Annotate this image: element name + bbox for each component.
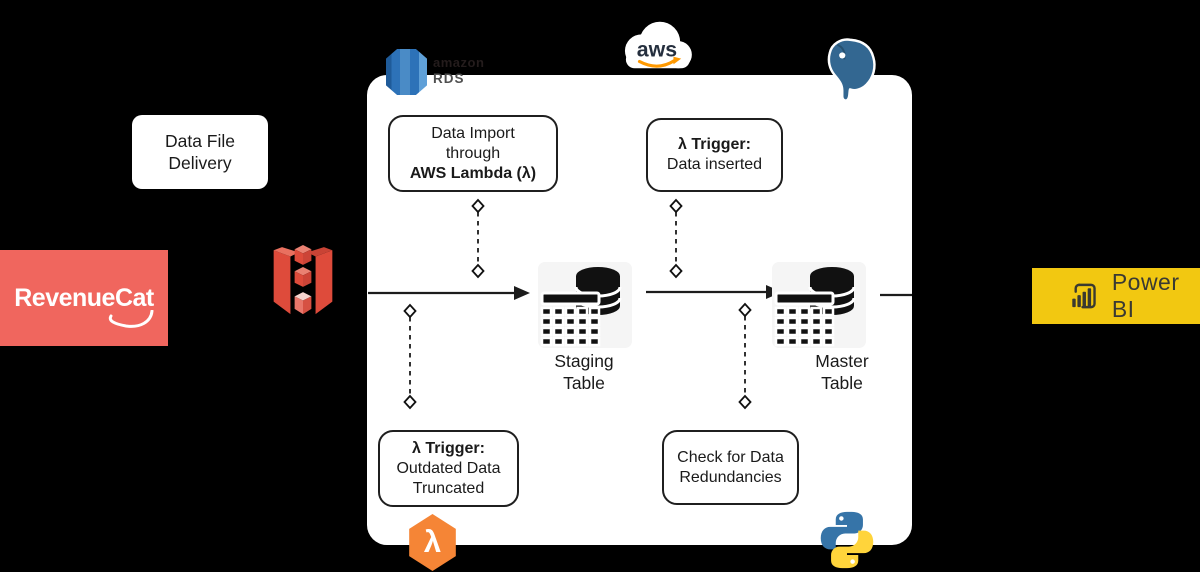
revenuecat-node: RevenueCat <box>0 250 168 346</box>
lambda-glyph: λ <box>423 523 442 559</box>
aws-s3-bucket-icon <box>273 245 333 315</box>
trigger-truncated-title: λ Trigger: <box>412 439 485 457</box>
trigger-outdated-truncated-node: λ Trigger: Outdated Data Truncated <box>378 430 519 507</box>
aws-wordmark: aws <box>637 38 677 62</box>
postgresql-icon <box>827 38 876 102</box>
trigger-inserted-title: λ Trigger: <box>678 136 751 153</box>
aws-cloud-icon: aws <box>624 21 692 69</box>
trigger-truncated-line2: Outdated Data <box>396 459 501 477</box>
revenuecat-logo-text: RevenueCat <box>14 283 154 312</box>
trigger-data-inserted-node: λ Trigger: Data inserted <box>646 118 783 192</box>
data-import-node: Data Import through AWS Lambda (λ) <box>388 115 558 192</box>
power-bi-icon <box>1072 283 1096 309</box>
redundancy-check-line2: Redundancies <box>679 468 782 486</box>
master-table-icon <box>772 262 866 348</box>
trigger-truncated-line3: Truncated <box>412 479 485 497</box>
trigger-inserted-line2: Data inserted <box>666 156 763 173</box>
amazon-rds-product-text: RDS <box>433 71 465 86</box>
revenuecat-cat-tail-icon <box>108 310 154 328</box>
python-icon <box>820 511 874 569</box>
data-file-delivery-line1: Data File <box>164 131 236 151</box>
power-bi-node: Power BI <box>1032 268 1200 324</box>
power-bi-label: Power BI <box>1111 269 1180 322</box>
data-file-delivery-line2: Delivery <box>168 153 232 173</box>
redundancy-check-line1: Check for Data <box>677 448 784 466</box>
data-import-line1: Data Import <box>431 124 515 142</box>
data-file-delivery-node: Data File Delivery <box>132 115 268 189</box>
amazon-rds-icon <box>386 49 427 95</box>
staging-table-label: Staging Table <box>554 351 614 393</box>
redundancy-check-node: Check for Data Redundancies <box>662 430 799 505</box>
staging-table-icon <box>538 262 632 348</box>
amazon-rds-brand-text: amazon <box>433 55 485 70</box>
data-import-line3: AWS Lambda (λ) <box>409 164 537 182</box>
master-table-label: Master Table <box>815 351 869 393</box>
data-import-line2: through <box>445 144 501 162</box>
